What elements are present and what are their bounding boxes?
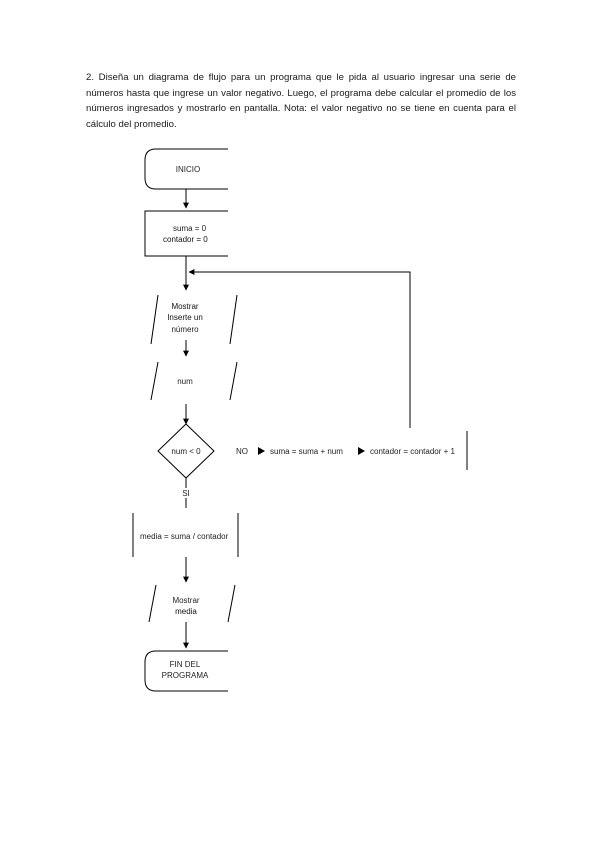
- start-label: INICIO: [176, 165, 200, 174]
- no-step-2: contador = contador + 1: [370, 447, 456, 456]
- end-terminal: FIN DEL PROGRAMA: [144, 650, 228, 692]
- show-average-output: Mostrar media: [148, 584, 236, 623]
- show-line-2: media: [175, 607, 197, 616]
- init-line-2: contador = 0: [163, 235, 208, 244]
- init-line-1: suma = 0: [173, 224, 207, 233]
- prompt-line-3: número: [171, 325, 199, 334]
- start-terminal: INICIO: [144, 148, 228, 190]
- init-process: suma = 0 contador = 0: [144, 210, 228, 257]
- prompt-output: Mostrar Inserte un número: [150, 294, 238, 345]
- no-branch-label: NO: [236, 447, 248, 456]
- decision-label: num < 0: [171, 447, 201, 456]
- loop-back-connector: [188, 269, 411, 428]
- prompt-line-2: Inserte un: [167, 313, 203, 322]
- decision-diamond: num < 0: [157, 423, 215, 479]
- show-line-1: Mostrar: [172, 596, 199, 605]
- yes-branch-label: SI: [182, 489, 190, 498]
- compute-average-process: media = suma / contador: [132, 513, 239, 557]
- arrow-head-icon: [358, 447, 365, 455]
- input-label: num: [177, 377, 193, 386]
- end-line-1: FIN DEL: [170, 660, 201, 669]
- end-line-2: PROGRAMA: [162, 671, 209, 680]
- arrow-head-icon: [258, 447, 265, 455]
- prompt-line-1: Mostrar: [171, 302, 198, 311]
- task-statement: 2. Diseña un diagrama de flujo para un p…: [86, 72, 516, 130]
- no-step-1: suma = suma + num: [270, 447, 343, 456]
- input-num: num: [150, 361, 238, 401]
- compute-label: media = suma / contador: [140, 532, 229, 541]
